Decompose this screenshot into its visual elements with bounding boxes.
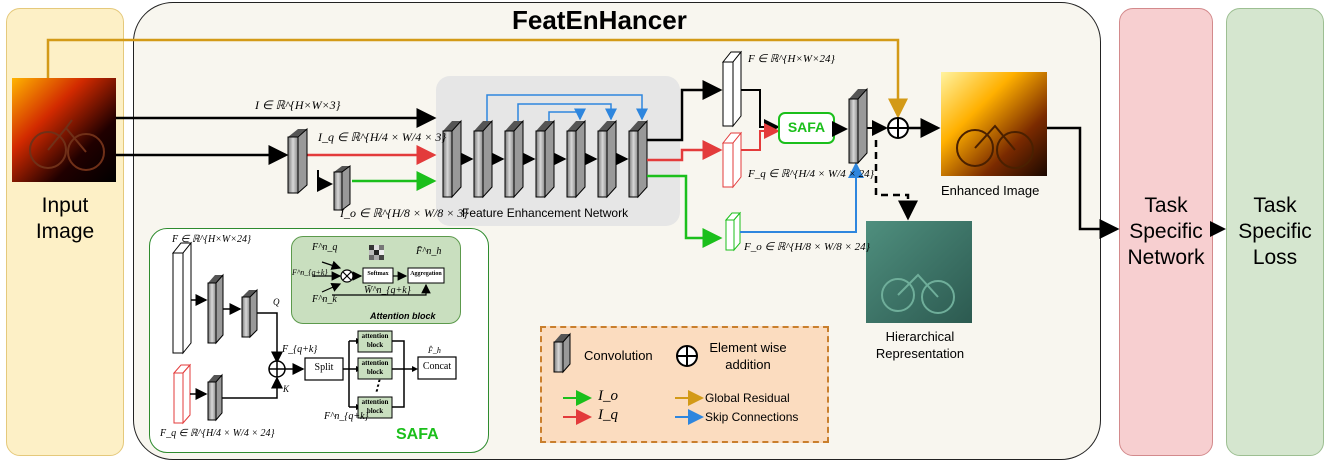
att-Fhn: F̄^n_h <box>416 246 442 257</box>
input-image <box>12 78 116 182</box>
safa-F-tensor <box>171 241 193 355</box>
safa-label-Fh: F̂_h <box>428 346 441 355</box>
task-loss-panel <box>1226 8 1324 456</box>
task-network-label: Task Specific Network <box>1119 193 1213 271</box>
task-network-line3: Network <box>1127 246 1205 269</box>
task-network-line2: Specific <box>1129 220 1203 243</box>
safa-conv-b <box>241 288 258 339</box>
legend-io-label: I_o <box>598 388 618 404</box>
ab1-line1: attention <box>361 332 389 340</box>
safa-oplus <box>268 360 286 378</box>
task-network-line1: Task <box>1144 194 1188 217</box>
safa-label-Q: Q <box>273 297 280 307</box>
safa-concat-label: Concat <box>422 361 452 372</box>
fen-out-green <box>647 174 723 248</box>
fen-skip-connections <box>486 94 648 121</box>
ab1-line2: block <box>366 341 384 349</box>
feature-map-Fo <box>724 211 742 252</box>
legend-iq-label: I_q <box>598 407 618 423</box>
fen-out-red <box>647 140 723 162</box>
safa-concat-box[interactable] <box>417 356 457 380</box>
hierarchical-label-line1: Hierarchical <box>885 329 955 344</box>
legend-element-wise-label: Element wise addition <box>703 339 793 373</box>
safa-conv-a <box>207 273 224 345</box>
downsample2-arrow <box>317 170 333 192</box>
legend-convolution-label: Convolution <box>584 348 653 363</box>
ab2-line1: attention <box>361 359 389 367</box>
safa-label-Fqk: F_{q+k} <box>282 344 318 355</box>
att-softmax-label: Softmax <box>367 271 389 277</box>
Fo-to-output-arrow <box>740 162 864 233</box>
element-wise-addition-node <box>887 117 909 139</box>
att-Fnqk: F^n_{q+k} <box>292 268 328 277</box>
to-task-network-arrow <box>1047 126 1120 239</box>
safa-label-K: K <box>283 384 290 394</box>
legend-element-wise-line1: Element wise <box>709 340 787 355</box>
safa-split-label: Split <box>314 362 334 373</box>
att-Fnq: F^n_q <box>312 242 338 253</box>
label-Fq: F_q ∈ ℝ^{H/4 × W/4 × 24} <box>748 168 875 180</box>
safa-dots: ⋮ <box>370 379 384 394</box>
F-to-safa-arrow <box>741 89 780 135</box>
task-loss-line1: Task <box>1253 194 1297 217</box>
fen-conv-stack <box>442 119 648 199</box>
fen-out-black <box>647 80 723 142</box>
enhanced-image <box>941 72 1047 176</box>
safa-panel-title: SAFA <box>396 426 439 443</box>
attention-block-2-label: attention block <box>358 359 392 377</box>
hierarchical-label-line2: Representation <box>875 346 965 361</box>
safa-label-Fq: F_q ∈ ℝ^{H/4 × W/4 × 24} <box>160 428 275 439</box>
ab3-line2: block <box>366 407 384 415</box>
hierarchical-image <box>866 221 972 323</box>
softmax-map-icon <box>369 245 384 260</box>
label-F: F ∈ ℝ^{H×W×24} <box>748 53 835 65</box>
input-label-line1: Input <box>41 194 89 217</box>
downsample-conv-2 <box>333 165 351 211</box>
att-aggregation-label: Aggregation <box>410 271 442 277</box>
task-loss-line3: Loss <box>1252 246 1298 269</box>
label-Io: I_o ∈ ℝ^{H/8 × W/8 × 3} <box>340 206 469 220</box>
legend-element-wise-line2: addition <box>725 357 771 372</box>
attention-otimes <box>340 269 354 283</box>
legend-global-residual-label: Global Residual <box>705 391 790 405</box>
global-residual-arrow <box>46 38 908 119</box>
hierarchical-label: Hierarchical Representation <box>860 328 980 362</box>
legend-skip-label: Skip Connections <box>705 410 799 424</box>
fen-label: Feature Enhancement Network <box>462 206 629 220</box>
attention-block-title: Attention block <box>370 311 436 321</box>
attention-block-3-label: attention block <box>358 398 392 416</box>
Fq-to-safa-arrow <box>741 123 780 151</box>
attention-block-1-label: attention block <box>358 332 392 350</box>
input-label-line2: Image <box>35 220 95 243</box>
enhanced-image-label: Enhanced Image <box>941 183 1040 198</box>
safa-Fq-tensor <box>172 363 192 425</box>
safa-conv-c <box>207 373 223 422</box>
att-Wn: W̄^n_{q+k} <box>364 285 411 296</box>
legend-convolution-icon <box>553 332 571 374</box>
label-I: I ∈ ℝ^{H×W×3} <box>255 98 341 112</box>
downsample-conv-1 <box>287 127 308 195</box>
safa-label-F: F ∈ ℝ^{H×W×24} <box>172 234 252 245</box>
ab2-line2: block <box>366 368 384 376</box>
aggregation-box <box>407 267 445 284</box>
task-loss-line2: Specific <box>1238 220 1312 243</box>
label-Fo: F_o ∈ ℝ^{H/8 × W/8 × 24} <box>744 241 871 253</box>
feature-map-Fq <box>721 131 743 189</box>
task-network-panel <box>1119 8 1213 456</box>
task-loss-label: Task Specific Loss <box>1226 193 1324 271</box>
hierarchical-dashed-arrow <box>874 140 918 221</box>
output-conv <box>848 87 868 165</box>
label-Iq: I_q ∈ ℝ^{H/4 × W/4 × 3} <box>318 130 447 144</box>
diagram-title: FeatEnHancer <box>512 5 687 35</box>
safa-label-Fnqk: F^n_{q+k} <box>324 411 369 422</box>
att-Fnk: F^n_k <box>312 294 337 305</box>
legend-oplus-icon <box>676 345 698 367</box>
input-panel-label: Input Image <box>6 193 124 245</box>
feature-map-F <box>721 50 743 128</box>
ab3-line1: attention <box>361 398 389 406</box>
safa-badge-label: SAFA <box>787 119 826 135</box>
